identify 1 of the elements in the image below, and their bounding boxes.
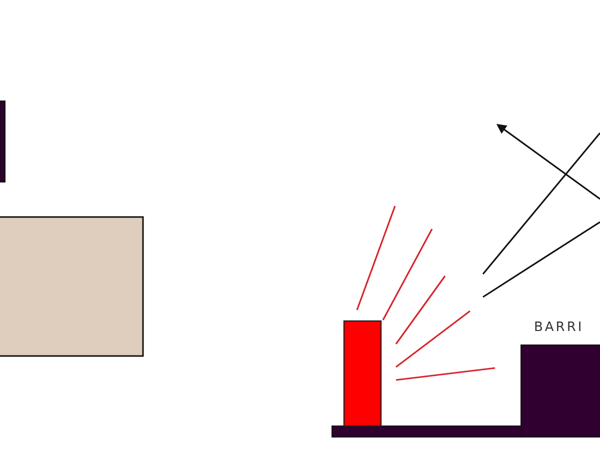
barrier-label: BARRI <box>534 320 584 335</box>
